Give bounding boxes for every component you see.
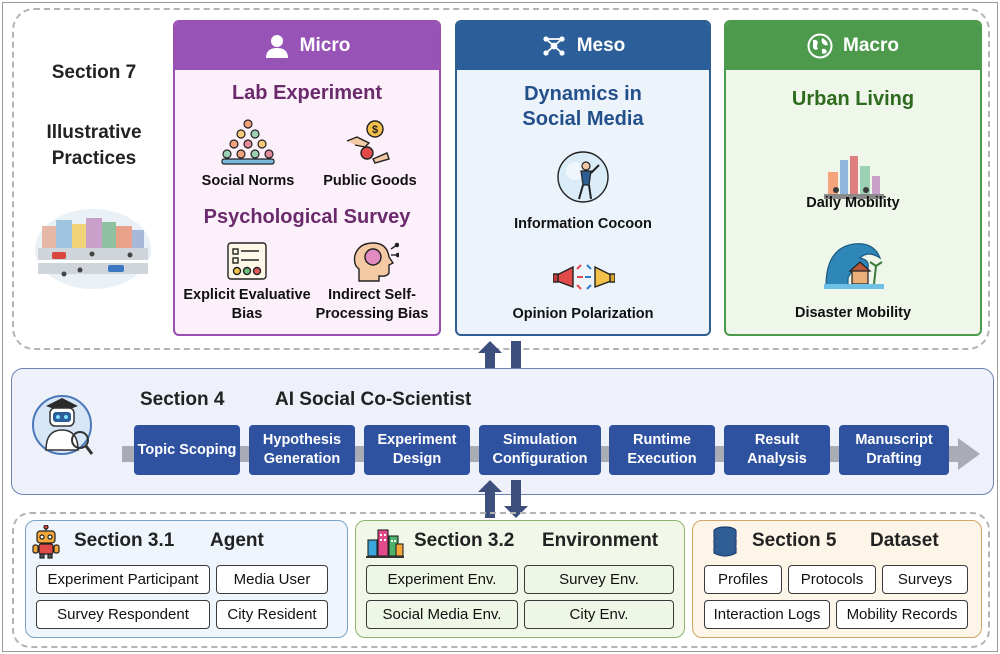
illustrative-practices-region xyxy=(12,8,990,350)
macro-panel: Macro Urban Living Daily Mobility Disast… xyxy=(724,20,982,336)
agent-tag-experiment-participant: Experiment Participant xyxy=(36,565,210,594)
step-hypothesis-generation: Hypothesis Generation xyxy=(249,425,355,475)
daily-mobility-label: Daily Mobility xyxy=(806,195,900,211)
coin-hand-icon: $ xyxy=(346,120,390,164)
step-experiment-design: Experiment Design xyxy=(364,425,470,475)
env-tag-survey: Survey Env. xyxy=(524,565,674,594)
bubble-person-icon xyxy=(557,151,609,203)
person-icon xyxy=(265,35,288,58)
checklist-icon xyxy=(227,242,267,280)
env-tag-experiment: Experiment Env. xyxy=(366,565,518,594)
micro-header: Micro xyxy=(175,22,439,70)
opinion-polarization-label: Opinion Polarization xyxy=(512,306,654,322)
section31-label: Section 3.1 xyxy=(74,530,175,551)
section5-label: Section 5 xyxy=(752,530,837,551)
section7-subtitle: Illustrative Practices xyxy=(46,122,142,169)
step-runtime-execution: Runtime Execution xyxy=(609,425,715,475)
step-topic-scoping: Topic Scoping xyxy=(134,425,240,475)
robot-icon xyxy=(32,525,60,559)
tsunami-icon xyxy=(824,243,884,289)
agent-tag-survey-respondent: Survey Respondent xyxy=(36,600,210,629)
env-tag-city: City Env. xyxy=(524,600,674,629)
database-icon xyxy=(713,526,737,557)
environment-title: Environment xyxy=(542,530,659,551)
step-result-analysis: Result Analysis xyxy=(724,425,830,475)
data-tag-protocols: Protocols xyxy=(788,565,876,594)
social-norms-label: Social Norms xyxy=(201,173,295,189)
disaster-mobility-label: Disaster Mobility xyxy=(794,305,912,321)
meso-header-label: Meso xyxy=(576,35,626,56)
information-cocoon-label: Information Cocoon xyxy=(514,216,652,232)
section4-label: Section 4 xyxy=(140,389,225,410)
section4-title: AI Social Co-Scientist xyxy=(275,389,472,410)
meso-header: Meso xyxy=(457,22,709,70)
agent-title: Agent xyxy=(210,530,264,551)
micro-header-label: Micro xyxy=(299,35,351,56)
dataset-title: Dataset xyxy=(870,530,939,551)
indirect-self-processing-bias-label: Indirect Self-Processing Bias xyxy=(315,287,429,322)
urban-living-title: Urban Living xyxy=(791,88,915,110)
city-street-illustration xyxy=(35,209,151,289)
data-tag-mobility-records: Mobility Records xyxy=(836,600,968,629)
step-manuscript-drafting: Manuscript Drafting xyxy=(839,425,949,475)
meso-panel: Meso Dynamics in Social Media Informatio… xyxy=(455,20,711,336)
bidirectional-arrow-bottom xyxy=(478,480,528,518)
explicit-evaluative-bias-label: Explicit Evaluative Bias xyxy=(183,287,311,322)
step-simulation-configuration: Simulation Configuration xyxy=(479,425,601,475)
lab-experiment-title: Lab Experiment xyxy=(231,82,383,104)
section32-label: Section 3.2 xyxy=(414,530,515,551)
section7-label: Section 7 xyxy=(51,62,137,83)
micro-panel: Micro Lab Experiment Social Norms $ Publ… xyxy=(173,20,441,336)
public-goods-label: Public Goods xyxy=(323,173,417,189)
macro-header: Macro xyxy=(726,22,980,70)
globe-icon xyxy=(807,33,833,59)
svg-text:$: $ xyxy=(372,124,378,136)
psychological-survey-title: Psychological Survey xyxy=(203,206,411,228)
robot-scientist-icon xyxy=(32,395,94,455)
data-tag-profiles: Profiles xyxy=(704,565,782,594)
workflow-arrow-head xyxy=(958,438,980,470)
megaphones-icon xyxy=(553,264,615,290)
agent-tag-media-user: Media User xyxy=(216,565,328,594)
agent-tag-city-resident: City Resident xyxy=(216,600,328,629)
network-icon xyxy=(543,36,565,56)
crowd-icon xyxy=(221,119,275,165)
brain-head-icon xyxy=(353,242,399,282)
dynamics-social-media-title: Dynamics in Social Media xyxy=(522,83,644,130)
macro-header-label: Macro xyxy=(843,35,899,56)
data-tag-surveys: Surveys xyxy=(882,565,968,594)
city-skyline-icon xyxy=(824,156,884,199)
buildings-icon xyxy=(366,529,404,558)
env-tag-social-media: Social Media Env. xyxy=(366,600,518,629)
data-tag-interaction-logs: Interaction Logs xyxy=(704,600,830,629)
foundation-region xyxy=(12,512,990,648)
